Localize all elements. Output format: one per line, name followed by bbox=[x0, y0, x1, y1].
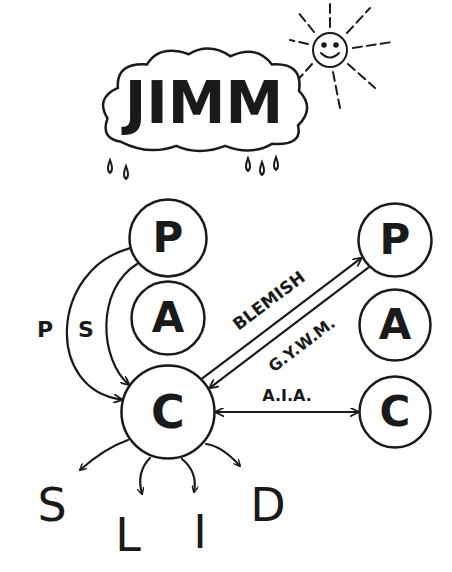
output-letter: S bbox=[35, 481, 68, 529]
ego-state-circle: P bbox=[357, 202, 433, 278]
sun-rays bbox=[290, 2, 392, 108]
output-arrow bbox=[206, 444, 240, 466]
node-text: P bbox=[153, 217, 184, 259]
node-text: A bbox=[379, 304, 412, 346]
transaction-label: BLEMISH bbox=[227, 266, 310, 335]
circle-shape bbox=[360, 377, 431, 448]
sun-smile bbox=[321, 53, 339, 58]
cloud-node: JIMM bbox=[95, 42, 314, 154]
node-text: A bbox=[152, 297, 185, 339]
transaction-arrow bbox=[203, 258, 361, 378]
cloud-shape bbox=[103, 49, 307, 151]
output-letter: L bbox=[113, 511, 143, 559]
ego-state-circle: A bbox=[130, 280, 206, 356]
ego-state-circle: A bbox=[358, 288, 432, 362]
circle-shape bbox=[132, 282, 205, 355]
output-letter: D bbox=[248, 481, 287, 529]
sun-eye bbox=[322, 43, 326, 47]
output-letter: I bbox=[191, 508, 209, 556]
circle-shape bbox=[360, 290, 431, 361]
node-text: JIMM bbox=[125, 74, 284, 132]
node-text: P bbox=[380, 219, 411, 261]
raindrop bbox=[246, 158, 250, 171]
transaction-label: P bbox=[35, 318, 55, 342]
output-arrow bbox=[140, 458, 150, 494]
node-text: C bbox=[380, 391, 411, 433]
sun bbox=[290, 2, 392, 108]
transaction-label: S bbox=[76, 318, 96, 342]
circle-shape bbox=[359, 204, 432, 277]
transaction-arrow bbox=[216, 411, 358, 413]
raindrops bbox=[108, 157, 278, 179]
raindrop bbox=[108, 160, 112, 173]
raindrop bbox=[274, 157, 278, 170]
ego-state-circle: C bbox=[120, 364, 216, 460]
node-text: C bbox=[151, 389, 185, 435]
transaction-arrow bbox=[67, 248, 129, 399]
output-arrow bbox=[80, 440, 128, 470]
circle-shape bbox=[122, 366, 215, 459]
raindrop bbox=[124, 166, 128, 179]
output-arrow bbox=[182, 459, 195, 492]
raindrop bbox=[260, 162, 264, 175]
circle-shape bbox=[130, 200, 207, 277]
sun-eye bbox=[334, 43, 338, 47]
ego-state-circle: C bbox=[358, 375, 432, 449]
ego-state-circle: P bbox=[128, 198, 208, 278]
transaction-label: A.I.A. bbox=[260, 387, 314, 405]
sun-face bbox=[313, 33, 347, 67]
